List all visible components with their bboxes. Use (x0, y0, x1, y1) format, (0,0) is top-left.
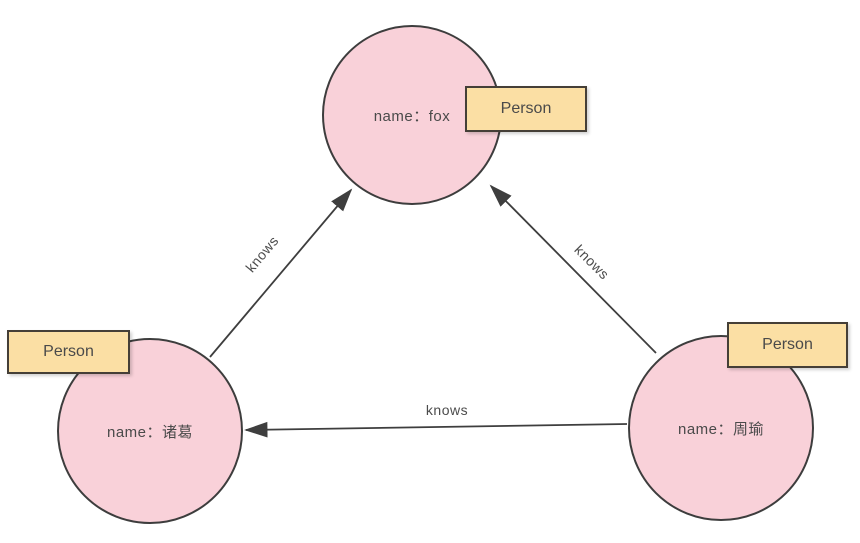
node-zhouyu-type-label[interactable]: Person (727, 322, 848, 368)
node-zhuge-type-label[interactable]: Person (7, 330, 130, 374)
node-fox-property: name：fox (373, 107, 451, 125)
edge-label-knows-zhouyu-zhuge[interactable]: knows (425, 402, 469, 418)
node-zhuge-property: name：诸葛 (106, 423, 194, 441)
edge-knows-zhuge-to-fox[interactable] (209, 188, 353, 358)
edge-knows-zhouyu-to-zhuge[interactable] (244, 421, 628, 438)
node-zhouyu[interactable]: name：周瑜 (628, 335, 814, 521)
node-fox-type-label[interactable]: Person (465, 86, 587, 132)
node-zhouyu-property: name：周瑜 (677, 420, 765, 438)
edge-knows-zhouyu-to-fox[interactable] (489, 184, 657, 354)
